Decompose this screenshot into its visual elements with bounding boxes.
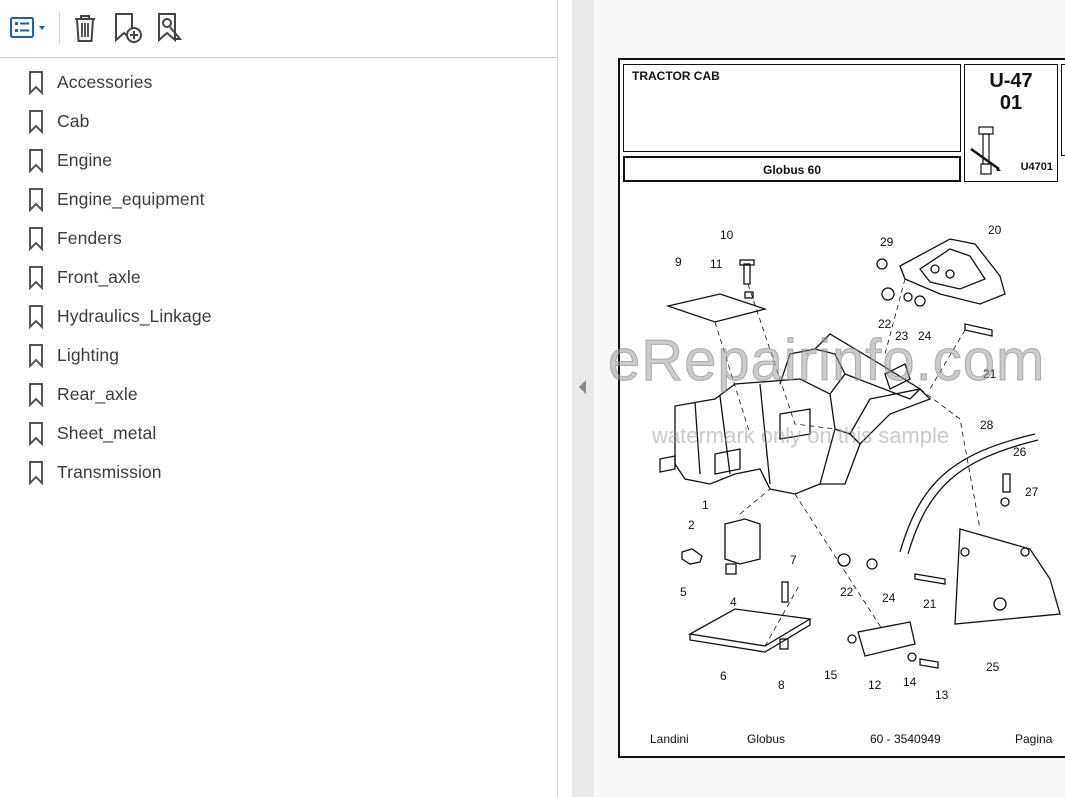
part-label: 6 — [720, 669, 727, 683]
bookmark-icon — [29, 188, 43, 212]
bookmarks-toolbar — [0, 0, 557, 58]
bookmark-fenders[interactable]: Fenders — [0, 219, 557, 258]
pane-gap — [558, 0, 572, 797]
bookmark-transmission[interactable]: Transmission — [0, 453, 557, 492]
bookmark-icon — [29, 110, 43, 134]
bookmark-label: Lighting — [57, 345, 120, 365]
code-line-1: U-47 — [989, 70, 1033, 92]
part-label: 13 — [935, 688, 949, 702]
bookmark-label: Accessories — [57, 72, 153, 92]
part-label: 25 — [986, 660, 1000, 674]
footer-brand: Landini — [650, 732, 689, 746]
part-label: 2 — [688, 518, 695, 532]
bookmark-cab[interactable]: Cab — [0, 102, 557, 141]
bookmark-label: Transmission — [57, 462, 162, 482]
part-label: 28 — [980, 418, 994, 432]
delete-bookmark-button[interactable] — [68, 10, 102, 46]
part-label: 23 — [895, 329, 909, 343]
bookmark-engine[interactable]: Engine — [0, 141, 557, 180]
bookmark-icon — [29, 266, 43, 290]
document-title: TRACTOR CAB — [632, 69, 720, 83]
title-box: TRACTOR CAB — [623, 64, 961, 152]
bookmark-hydraulics-linkage[interactable]: Hydraulics_Linkage — [0, 297, 557, 336]
code-box: U-47 01 U4701 — [964, 64, 1058, 182]
part-label: 5 — [680, 585, 687, 599]
part-label: 26 — [1013, 445, 1027, 459]
bookmarks-panel: Accessories Cab Engine Engine_equipment … — [0, 0, 558, 797]
code-reference: U4701 — [1020, 161, 1053, 173]
bookmark-search-icon — [158, 13, 183, 43]
part-label: 24 — [918, 329, 932, 343]
bookmark-label: Engine_equipment — [57, 189, 205, 209]
options-menu-button[interactable] — [6, 10, 50, 46]
part-label: 21 — [923, 597, 937, 611]
part-label: 27 — [1025, 485, 1039, 499]
part-label: 29 — [880, 235, 894, 249]
bookmark-icon — [29, 71, 43, 95]
footer-part-number: 60 - 3540949 — [870, 732, 941, 746]
find-bookmark-button[interactable] — [152, 10, 188, 46]
part-label: 22 — [878, 317, 892, 331]
part-thumbnail-icon — [970, 126, 1001, 175]
bookmark-icon — [29, 227, 43, 251]
adjacent-box — [1061, 64, 1065, 156]
bookmark-icon — [29, 344, 43, 368]
part-label: 21 — [983, 367, 997, 381]
bookmark-label: Engine — [57, 150, 113, 170]
part-label: 7 — [790, 553, 797, 567]
bookmark-sheet-metal[interactable]: Sheet_metal — [0, 414, 557, 453]
exploded-parts-diagram: 10 9 11 29 20 22 23 24 21 28 26 27 1 2 4… — [659, 223, 1061, 702]
bookmark-label: Hydraulics_Linkage — [57, 306, 212, 326]
footer-page: Pagina — [1015, 732, 1053, 746]
bookmark-label: Cab — [57, 111, 90, 131]
part-label: 22 — [840, 585, 854, 599]
bookmark-label: Fenders — [57, 228, 122, 248]
model-box: Globus 60 — [623, 156, 961, 182]
part-label: 10 — [720, 228, 734, 242]
part-label: 9 — [675, 255, 682, 269]
code-line-2: 01 — [999, 92, 1023, 114]
bookmark-icon — [29, 383, 43, 407]
list-options-icon — [10, 17, 45, 38]
bookmark-icon — [29, 149, 43, 173]
bookmark-lighting[interactable]: Lighting — [0, 336, 557, 375]
panel-splitter[interactable] — [572, 0, 594, 797]
footer-series: Globus — [747, 732, 786, 746]
part-label: 8 — [778, 678, 785, 692]
bookmark-label: Rear_axle — [57, 384, 138, 404]
bookmark-add-icon — [115, 13, 142, 43]
part-label: 14 — [903, 675, 917, 689]
part-label: 15 — [824, 668, 838, 682]
bookmark-icon — [29, 305, 43, 329]
document-page — [618, 58, 1065, 758]
part-label: 1 — [702, 498, 709, 512]
collapse-arrow-icon[interactable] — [579, 380, 586, 394]
part-label: 24 — [882, 591, 896, 605]
part-label: 4 — [730, 595, 737, 609]
document-model: Globus 60 — [762, 163, 821, 177]
bookmark-engine-equipment[interactable]: Engine_equipment — [0, 180, 557, 219]
bookmark-icon — [29, 461, 43, 485]
toolbar-separator — [59, 12, 60, 44]
bookmark-label: Sheet_metal — [57, 423, 157, 443]
part-label: 11 — [710, 257, 723, 271]
watermark-subtext: watermark only on this sample — [652, 423, 950, 448]
trash-icon — [75, 15, 95, 42]
part-label: 12 — [868, 678, 882, 692]
part-label: 20 — [988, 223, 1002, 237]
bookmark-front-axle[interactable]: Front_axle — [0, 258, 557, 297]
bookmark-icon — [29, 422, 43, 446]
add-bookmark-button[interactable] — [110, 10, 146, 46]
bookmark-label: Front_axle — [57, 267, 141, 287]
bookmark-accessories[interactable]: Accessories — [0, 63, 557, 102]
watermark: eRepairinfo.com — [607, 328, 1046, 394]
bookmark-rear-axle[interactable]: Rear_axle — [0, 375, 557, 414]
